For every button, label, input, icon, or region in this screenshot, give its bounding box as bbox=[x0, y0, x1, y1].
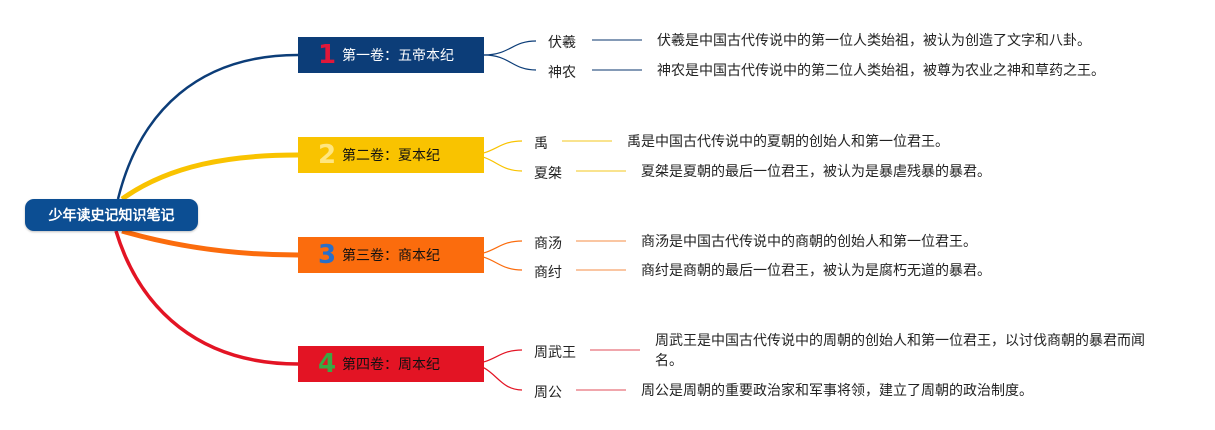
figure-name-zhougong[interactable]: 周公 bbox=[534, 385, 562, 401]
branch-line-volume-3 bbox=[121, 228, 299, 258]
figure-description-fuxi: 伏羲是中国古代传说中的第一位人类始祖，被认为创造了文字和八卦。 bbox=[657, 33, 1091, 49]
figure-description-shennong: 神农是中国古代传说中的第二位人类始祖，被尊为农业之神和草药之王。 bbox=[657, 63, 1105, 79]
figure-name-yu[interactable]: 禹 bbox=[534, 136, 548, 152]
figure-description-xiajie: 夏桀是夏朝的最后一位君王，被认为是暴虐残暴的暴君。 bbox=[641, 164, 991, 180]
figure-name-shennong[interactable]: 神农 bbox=[548, 65, 576, 81]
volume-node-3[interactable]: 3 第三卷：商本纪 bbox=[298, 237, 484, 273]
branch-line-volume-4 bbox=[114, 230, 299, 366]
figure-name-fuxi[interactable]: 伏羲 bbox=[548, 35, 576, 51]
volume-node-4[interactable]: 4 第四卷：周本纪 bbox=[298, 346, 484, 382]
sub-line-fuxi bbox=[483, 40, 537, 56]
volume-number-3: 3 bbox=[318, 240, 337, 270]
volume-number-4: 4 bbox=[318, 349, 337, 379]
volume-title-1: 第一卷：五帝本纪 bbox=[342, 48, 454, 64]
sub-line-shennong bbox=[483, 54, 537, 71]
volume-number-1: 1 bbox=[318, 40, 337, 70]
root-topic-label: 少年读史记知识笔记 bbox=[48, 208, 175, 224]
figure-name-shangtang[interactable]: 商汤 bbox=[534, 236, 562, 252]
figure-name-xiajie[interactable]: 夏桀 bbox=[534, 166, 562, 182]
volume-title-3: 第三卷：商本纪 bbox=[342, 248, 440, 264]
volume-title-4: 第四卷：周本纪 bbox=[342, 357, 440, 373]
figure-description-shangzhou: 商纣是商朝的最后一位君王，被认为是腐朽无道的暴君。 bbox=[641, 263, 991, 279]
branch-line-volume-1 bbox=[116, 53, 299, 200]
figure-description-zhougong: 周公是周朝的重要政治家和军事将领，建立了周朝的政治制度。 bbox=[641, 383, 1033, 399]
figure-name-shangzhou[interactable]: 商纣 bbox=[534, 265, 562, 281]
figure-description-shangtang: 商汤是中国古代传说中的商朝的创始人和第一位君王。 bbox=[641, 234, 977, 250]
volume-node-2[interactable]: 2 第二卷：夏本纪 bbox=[298, 137, 484, 173]
volume-title-2: 第二卷：夏本纪 bbox=[342, 148, 440, 164]
root-topic[interactable]: 少年读史记知识笔记 bbox=[25, 199, 198, 231]
volume-number-2: 2 bbox=[318, 140, 337, 170]
figure-description-yu: 禹是中国古代传说中的夏朝的创始人和第一位君王。 bbox=[627, 134, 949, 150]
figure-name-zhouwuwang[interactable]: 周武王 bbox=[534, 345, 576, 361]
figure-description-zhouwuwang: 周武王是中国古代传说中的周朝的创始人和第一位君王，以讨伐商朝的暴君而闻名。 bbox=[655, 333, 1145, 369]
volume-node-1[interactable]: 1 第一卷：五帝本纪 bbox=[298, 37, 484, 73]
branch-line-volume-2 bbox=[120, 152, 299, 202]
